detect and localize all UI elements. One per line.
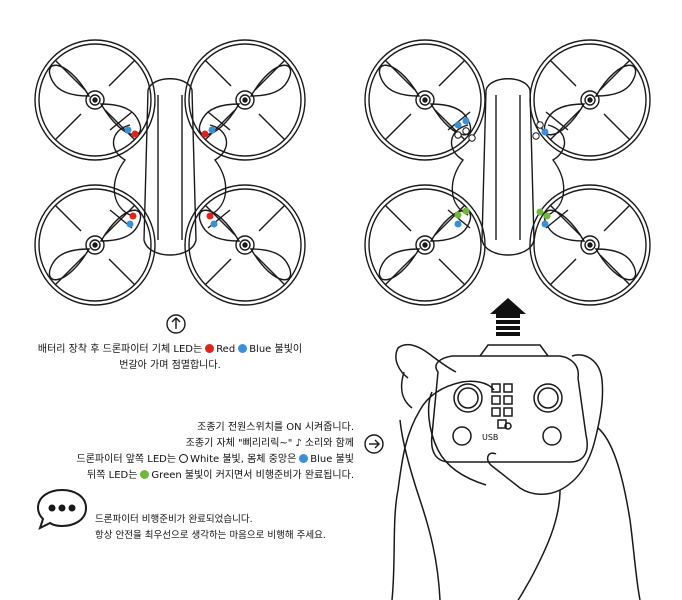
led-rear-right: [536, 208, 551, 228]
led-front-right: [201, 126, 216, 138]
arrow-right-circle-icon: [364, 434, 384, 454]
controller-with-hands: [391, 344, 641, 600]
arrow-up-circle-icon: [166, 314, 186, 334]
white-label: White 불빛, 몸체 중앙은: [190, 454, 297, 465]
white-dot-icon: [179, 454, 189, 463]
led-rear-left: [126, 212, 137, 228]
note-line1: 드론파이터 비행준비가 완료되었습니다.: [95, 514, 253, 525]
big-up-arrow: [490, 298, 526, 336]
blue-label: Blue 불빛이: [249, 344, 303, 355]
step2-line3-text: 드론파이터 앞쪽 LED는: [76, 454, 177, 465]
step2-line3: 드론파이터 앞쪽 LED는 White 불빛, 몸체 중앙은 Blue 불빛: [77, 452, 354, 468]
led-rear-right: [206, 212, 218, 228]
step2-line2-end: 소리와 함께: [304, 438, 354, 449]
step2-line4-text: 뒤쪽 LED는: [87, 470, 138, 481]
green-label: Green 불빛이 커지면서 비행준비가 완료됩니다.: [151, 470, 354, 481]
led-front-right: [532, 121, 549, 140]
note-line2: 항상 안전을 최우선으로 생각하는 마음으로 비행해 주세요.: [95, 530, 326, 541]
step2-line1: 조종기 전원스위치를 ON 시켜줍니다.: [197, 422, 354, 433]
green-dot-icon: [140, 470, 150, 479]
blue-dot-icon: [299, 454, 309, 463]
drone-left: [34, 39, 306, 306]
red-dot-icon: [205, 344, 215, 353]
led-rear-left: [454, 207, 470, 228]
step2-line2: 조종기 자체 "삐리리릭~"♪소리와 함께: [77, 436, 354, 452]
step1-line2: 번갈아 가며 점멸합니다.: [119, 360, 221, 371]
step2-line2-text: 조종기 자체 "삐리리릭~": [185, 438, 293, 449]
chat-bubble-icon: [36, 488, 88, 530]
blue-dot-icon: [238, 344, 248, 353]
step1-caption: 배터리 장착 후 드론파이터 기체 LED는 Red Blue 불빛이 번갈아 가며…: [0, 342, 340, 374]
step1-line1-text: 배터리 장착 후 드론파이터 기체 LED는: [37, 344, 203, 355]
safety-note: 드론파이터 비행준비가 완료되었습니다. 항상 안전을 최우선으로 생각하는 마…: [95, 512, 326, 544]
usb-label: USB: [482, 433, 499, 442]
music-note-icon: ♪: [295, 438, 302, 449]
red-label: Red: [216, 344, 236, 355]
step2-instructions: 조종기 전원스위치를 ON 시켜줍니다. 조종기 자체 "삐리리릭~"♪소리와 …: [77, 420, 354, 484]
step1-line1: 배터리 장착 후 드론파이터 기체 LED는 Red Blue 불빛이: [0, 342, 340, 358]
step2-line4: 뒤쪽 LED는 Green 불빛이 커지면서 비행준비가 완료됩니다.: [77, 468, 354, 484]
led-front-left: [454, 117, 476, 142]
led-front-left: [124, 126, 139, 138]
drone-right: [364, 39, 651, 306]
step2-blue-label: Blue 불빛: [310, 454, 354, 465]
